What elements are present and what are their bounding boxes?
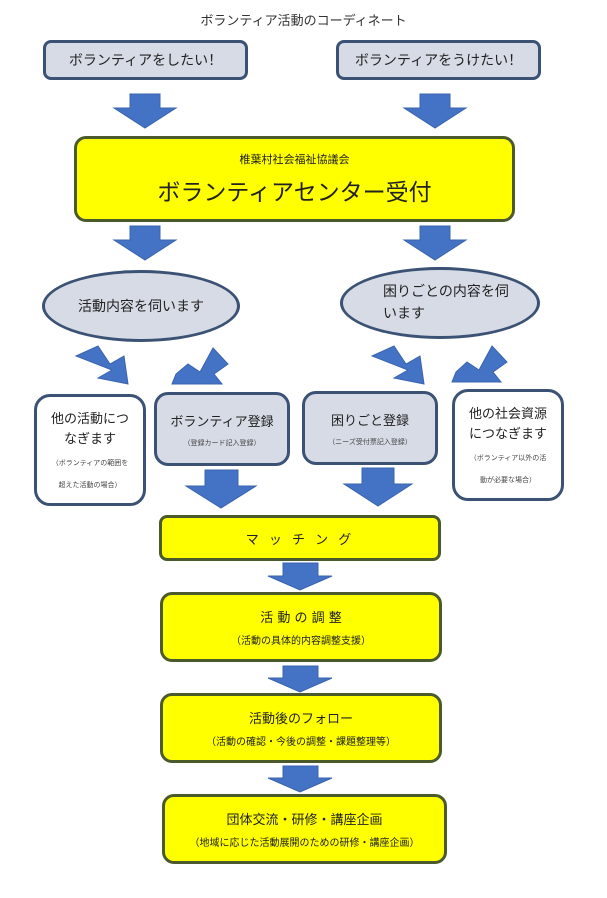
arrow-diagonal-icon: [370, 345, 425, 385]
step-exchange-label: 団体交流・研修・講座企画: [226, 813, 383, 828]
step-adjustment-box: 活 動 の 調 整 （活動の具体的内容調整支援）: [160, 592, 442, 662]
arrow-down-icon: [402, 225, 468, 261]
arrow-down-icon: [267, 765, 333, 793]
step-exchange-note: （地域に応じた活動展開のための研修・講座企画）: [189, 838, 420, 849]
other-resource-note1: （ボランティア以外の活: [469, 454, 547, 462]
volunteer-registration-box: ボランティア登録 （登録カード記入登録）: [154, 392, 290, 466]
other-social-resource-box: 他の社会資源 につなぎます （ボランティア以外の活 動が必要な場合）: [452, 389, 564, 501]
other-resource-line2: につなぎます: [468, 427, 547, 442]
need-registration-note: （ニーズ受付票記入登録）: [328, 437, 412, 446]
other-activity-line1: 他の活動につ: [50, 412, 129, 427]
volunteer-registration-note: （登録カード記入登録）: [183, 438, 261, 447]
other-activity-box: 他の活動につ なぎます （ボランティアの範囲を 超えた活動の場合）: [34, 394, 146, 506]
step-adjustment-note: （活動の具体的内容調整支援）: [231, 636, 371, 647]
other-resource-note2: 動が必要な場合）: [480, 476, 536, 484]
volunteer-center-reception-box: 椎葉村社会福祉協議会 ボランティアセンター受付: [74, 136, 515, 222]
need-registration-label: 困りごと登録: [330, 413, 409, 429]
diagram-title: ボランティア活動のコーディネート: [200, 14, 407, 29]
want-to-volunteer-box: ボランティアをしたい！: [43, 40, 248, 80]
step-followup-label: 活動後のフォロー: [248, 712, 353, 727]
other-activity-note2: 超えた活動の場合）: [58, 481, 122, 489]
need-inquiry-line1: 困りごとの内容を伺: [383, 284, 509, 300]
org-name: 椎葉村社会福祉協議会: [239, 153, 350, 166]
want-to-receive-box: ボランティアをうけたい！: [336, 40, 541, 80]
step-followup-note: （活動の確認・今後の調整・課題整理等）: [206, 737, 396, 748]
arrow-down-icon: [112, 93, 178, 129]
activity-inquiry-ellipse: 活動内容を伺います: [42, 270, 240, 342]
center-name: ボランティアセンター受付: [157, 180, 432, 206]
activity-inquiry-label: 活動内容を伺います: [78, 299, 204, 315]
step-matching-box: マ ッ チ ン グ: [159, 515, 441, 561]
arrow-down-icon: [184, 469, 258, 509]
arrow-diagonal-icon: [451, 345, 508, 383]
want-to-receive-label: ボランティアをうけたい！: [354, 53, 523, 69]
need-inquiry-line2: います: [383, 306, 425, 322]
other-activity-line2: なぎます: [63, 432, 116, 447]
arrow-down-icon: [112, 225, 178, 261]
step-followup-box: 活動後のフォロー （活動の確認・今後の調整・課題整理等）: [160, 693, 442, 763]
need-registration-box: 困りごと登録 （ニーズ受付票記入登録）: [302, 391, 438, 465]
other-resource-line1: 他の社会資源: [468, 407, 547, 422]
want-to-volunteer-label: ボランティアをしたい！: [68, 53, 223, 69]
step-matching-label: マ ッ チ ン グ: [245, 532, 355, 548]
arrow-down-icon: [342, 467, 414, 507]
arrow-diagonal-icon: [74, 345, 129, 385]
arrow-down-icon: [267, 665, 333, 693]
arrow-diagonal-icon: [171, 347, 229, 385]
volunteer-registration-label: ボランティア登録: [170, 414, 274, 430]
arrow-down-icon: [267, 562, 333, 591]
arrow-down-icon: [402, 93, 468, 129]
need-inquiry-ellipse: 困りごとの内容を伺 います: [340, 267, 540, 339]
step-exchange-training-box: 団体交流・研修・講座企画 （地域に応じた活動展開のための研修・講座企画）: [162, 794, 447, 864]
other-activity-note1: （ボランティアの範囲を: [51, 459, 129, 467]
step-adjustment-label: 活 動 の 調 整: [260, 611, 342, 626]
